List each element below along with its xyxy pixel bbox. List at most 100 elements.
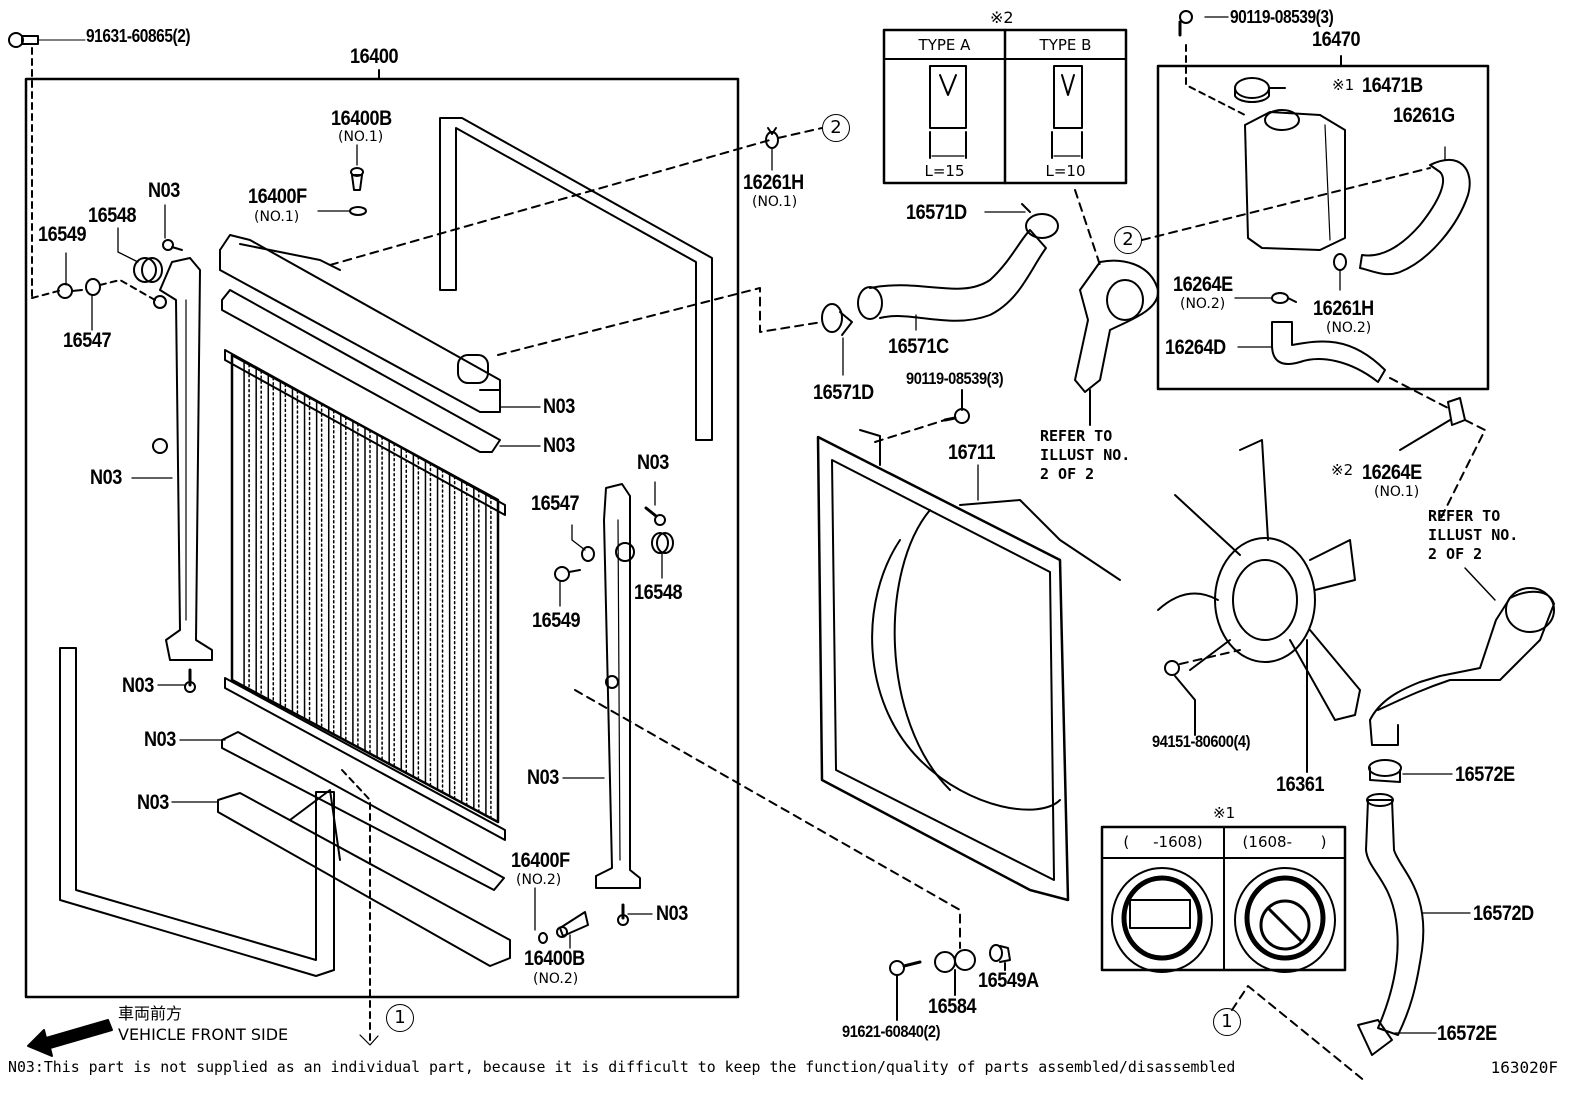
illustration-code: 163020F — [1490, 1058, 1558, 1077]
lower-tank — [217, 789, 511, 967]
hose-16264d — [1271, 321, 1386, 383]
part-label-16471b[interactable]: 16471B — [1362, 74, 1423, 97]
part-label-n03[interactable]: N03 — [122, 674, 154, 697]
part-label-91631-60865[interactable]: 91631-60865(2) — [86, 26, 191, 46]
type-b-header: TYPE B — [1039, 36, 1092, 54]
part-label-n03[interactable]: N03 — [137, 791, 169, 814]
n03-footnote: N03:This part is not supplied as an indi… — [8, 1058, 1236, 1076]
part-label-90119-08539[interactable]: 90119-08539(3) — [906, 369, 1004, 388]
part-label-90119-08539[interactable]: 90119-08539(3) — [1230, 7, 1334, 27]
bolt-icon — [943, 408, 970, 424]
connector-2: 2 — [822, 114, 850, 142]
drain-cock-icon — [934, 949, 976, 973]
cushion-icon — [651, 532, 674, 554]
part-sub-16400b-no1: (NO.1) — [338, 129, 384, 145]
part-label-16584[interactable]: 16584 — [928, 995, 977, 1018]
part-sub-16264e-no2: (NO.2) — [1180, 296, 1226, 312]
part-label-16549[interactable]: 16549 — [532, 609, 581, 632]
part-label-16264e-no1[interactable]: 16264E — [1362, 461, 1422, 484]
part-label-16547[interactable]: 16547 — [63, 329, 112, 352]
part-label-16547[interactable]: 16547 — [531, 492, 580, 515]
part-label-16261h-no2[interactable]: 16261H — [1313, 297, 1374, 320]
part-label-16548[interactable]: 16548 — [634, 581, 683, 604]
part-label-16571d[interactable]: 16571D — [813, 381, 874, 404]
lower-seal — [59, 647, 335, 977]
part-label-16549[interactable]: 16549 — [38, 223, 87, 246]
part-label-n03[interactable]: N03 — [543, 434, 575, 457]
part-label-16261h-no1[interactable]: 16261H — [743, 171, 804, 194]
refer-note: REFER TO ILLUST NO. 2 OF 2 — [1040, 427, 1131, 483]
vehicle-front-jp: 車両前方 — [118, 1004, 183, 1023]
part-label-16571d[interactable]: 16571D — [906, 201, 967, 224]
type-a-header: TYPE A — [918, 36, 971, 54]
part-label-16549a[interactable]: 16549A — [978, 969, 1039, 992]
part-label-16400f-no2[interactable]: 16400F — [511, 849, 570, 872]
part-label-91621-60840[interactable]: 91621-60840(2) — [842, 1022, 941, 1041]
washer-icon — [581, 546, 595, 562]
part-label-n03[interactable]: N03 — [527, 766, 559, 789]
part-label-16400b-no1[interactable]: 16400B — [331, 107, 392, 130]
bolt-icon — [644, 506, 666, 526]
cap-table — [1100, 825, 1347, 973]
part-sub-16261h-no2: (NO.2) — [1326, 320, 1372, 336]
lower-gasket — [221, 731, 505, 891]
upper-tank — [219, 234, 501, 413]
clamp-icon — [1271, 292, 1297, 304]
part-label-16264e-no2[interactable]: 16264E — [1173, 273, 1233, 296]
clamp-icon — [1447, 397, 1466, 426]
part-sub-16264e-no1: (NO.1) — [1374, 484, 1420, 500]
nut-icon — [1164, 660, 1180, 676]
part-label-16400f-no1[interactable]: 16400F — [248, 185, 307, 208]
part-label-n03[interactable]: N03 — [637, 451, 669, 474]
cap-icon — [1234, 77, 1270, 103]
part-label-n03[interactable]: N03 — [148, 179, 180, 202]
hose-16571c — [857, 229, 1047, 322]
fan-shroud — [816, 429, 1121, 902]
part-label-n03[interactable]: N03 — [144, 728, 176, 751]
part-label-16400[interactable]: 16400 — [350, 45, 399, 68]
reserve-tank — [1244, 109, 1346, 251]
part-label-n03[interactable]: N03 — [543, 395, 575, 418]
clamp-icon — [1368, 759, 1402, 783]
part-label-16361[interactable]: 16361 — [1276, 773, 1325, 796]
part-label-16548[interactable]: 16548 — [88, 204, 137, 227]
part-label-16400b-no2[interactable]: 16400B — [524, 947, 585, 970]
part-label-16572d[interactable]: 16572D — [1473, 902, 1534, 925]
part-label-94151-80600[interactable]: 94151-80600(4) — [1152, 732, 1251, 751]
upper-gasket — [221, 289, 501, 453]
part-label-16711[interactable]: 16711 — [948, 441, 996, 464]
right-side-support — [595, 483, 641, 889]
cap-table-header-after: (1608- ) — [1242, 833, 1327, 851]
cap-mark: ※1 — [1332, 76, 1355, 94]
bolt-icon — [57, 283, 83, 299]
drain-plug-icon — [556, 911, 589, 938]
connector-2: 2 — [1114, 226, 1142, 254]
connector-1: 1 — [1213, 1008, 1241, 1036]
bolt-icon — [889, 960, 922, 976]
cushion-icon — [133, 257, 163, 283]
arrow-down-left-icon — [27, 1019, 113, 1057]
part-sub-16261h-no1: (NO.1) — [752, 194, 798, 210]
part-label-n03[interactable]: N03 — [90, 466, 122, 489]
part-label-16264d[interactable]: 16264D — [1165, 336, 1226, 359]
type-b-length: L=10 — [1045, 162, 1086, 180]
refer-note: REFER TO ILLUST NO. 2 OF 2 — [1428, 507, 1519, 563]
part-label-16572e[interactable]: 16572E — [1455, 763, 1515, 786]
part-label-16572e[interactable]: 16572E — [1437, 1022, 1497, 1045]
part-sub-16400f-no1: (NO.1) — [254, 209, 300, 225]
type-table — [882, 28, 1128, 185]
part-label-16571c[interactable]: 16571C — [888, 335, 949, 358]
cap-table-header-before: ( -1608) — [1123, 833, 1203, 851]
radiator-core — [224, 349, 506, 841]
part-label-16470[interactable]: 16470 — [1312, 28, 1361, 51]
vehicle-front-en: VEHICLE FRONT SIDE — [118, 1025, 289, 1044]
o-ring-icon — [349, 206, 367, 216]
washer-icon — [85, 278, 101, 296]
part-label-n03[interactable]: N03 — [656, 902, 688, 925]
bolt-icon — [8, 32, 86, 48]
part-label-16261g[interactable]: 16261G — [1393, 104, 1455, 127]
clamp-icon — [1333, 253, 1347, 271]
plug-icon — [989, 944, 1011, 963]
reserve-tank-box — [1156, 64, 1490, 391]
